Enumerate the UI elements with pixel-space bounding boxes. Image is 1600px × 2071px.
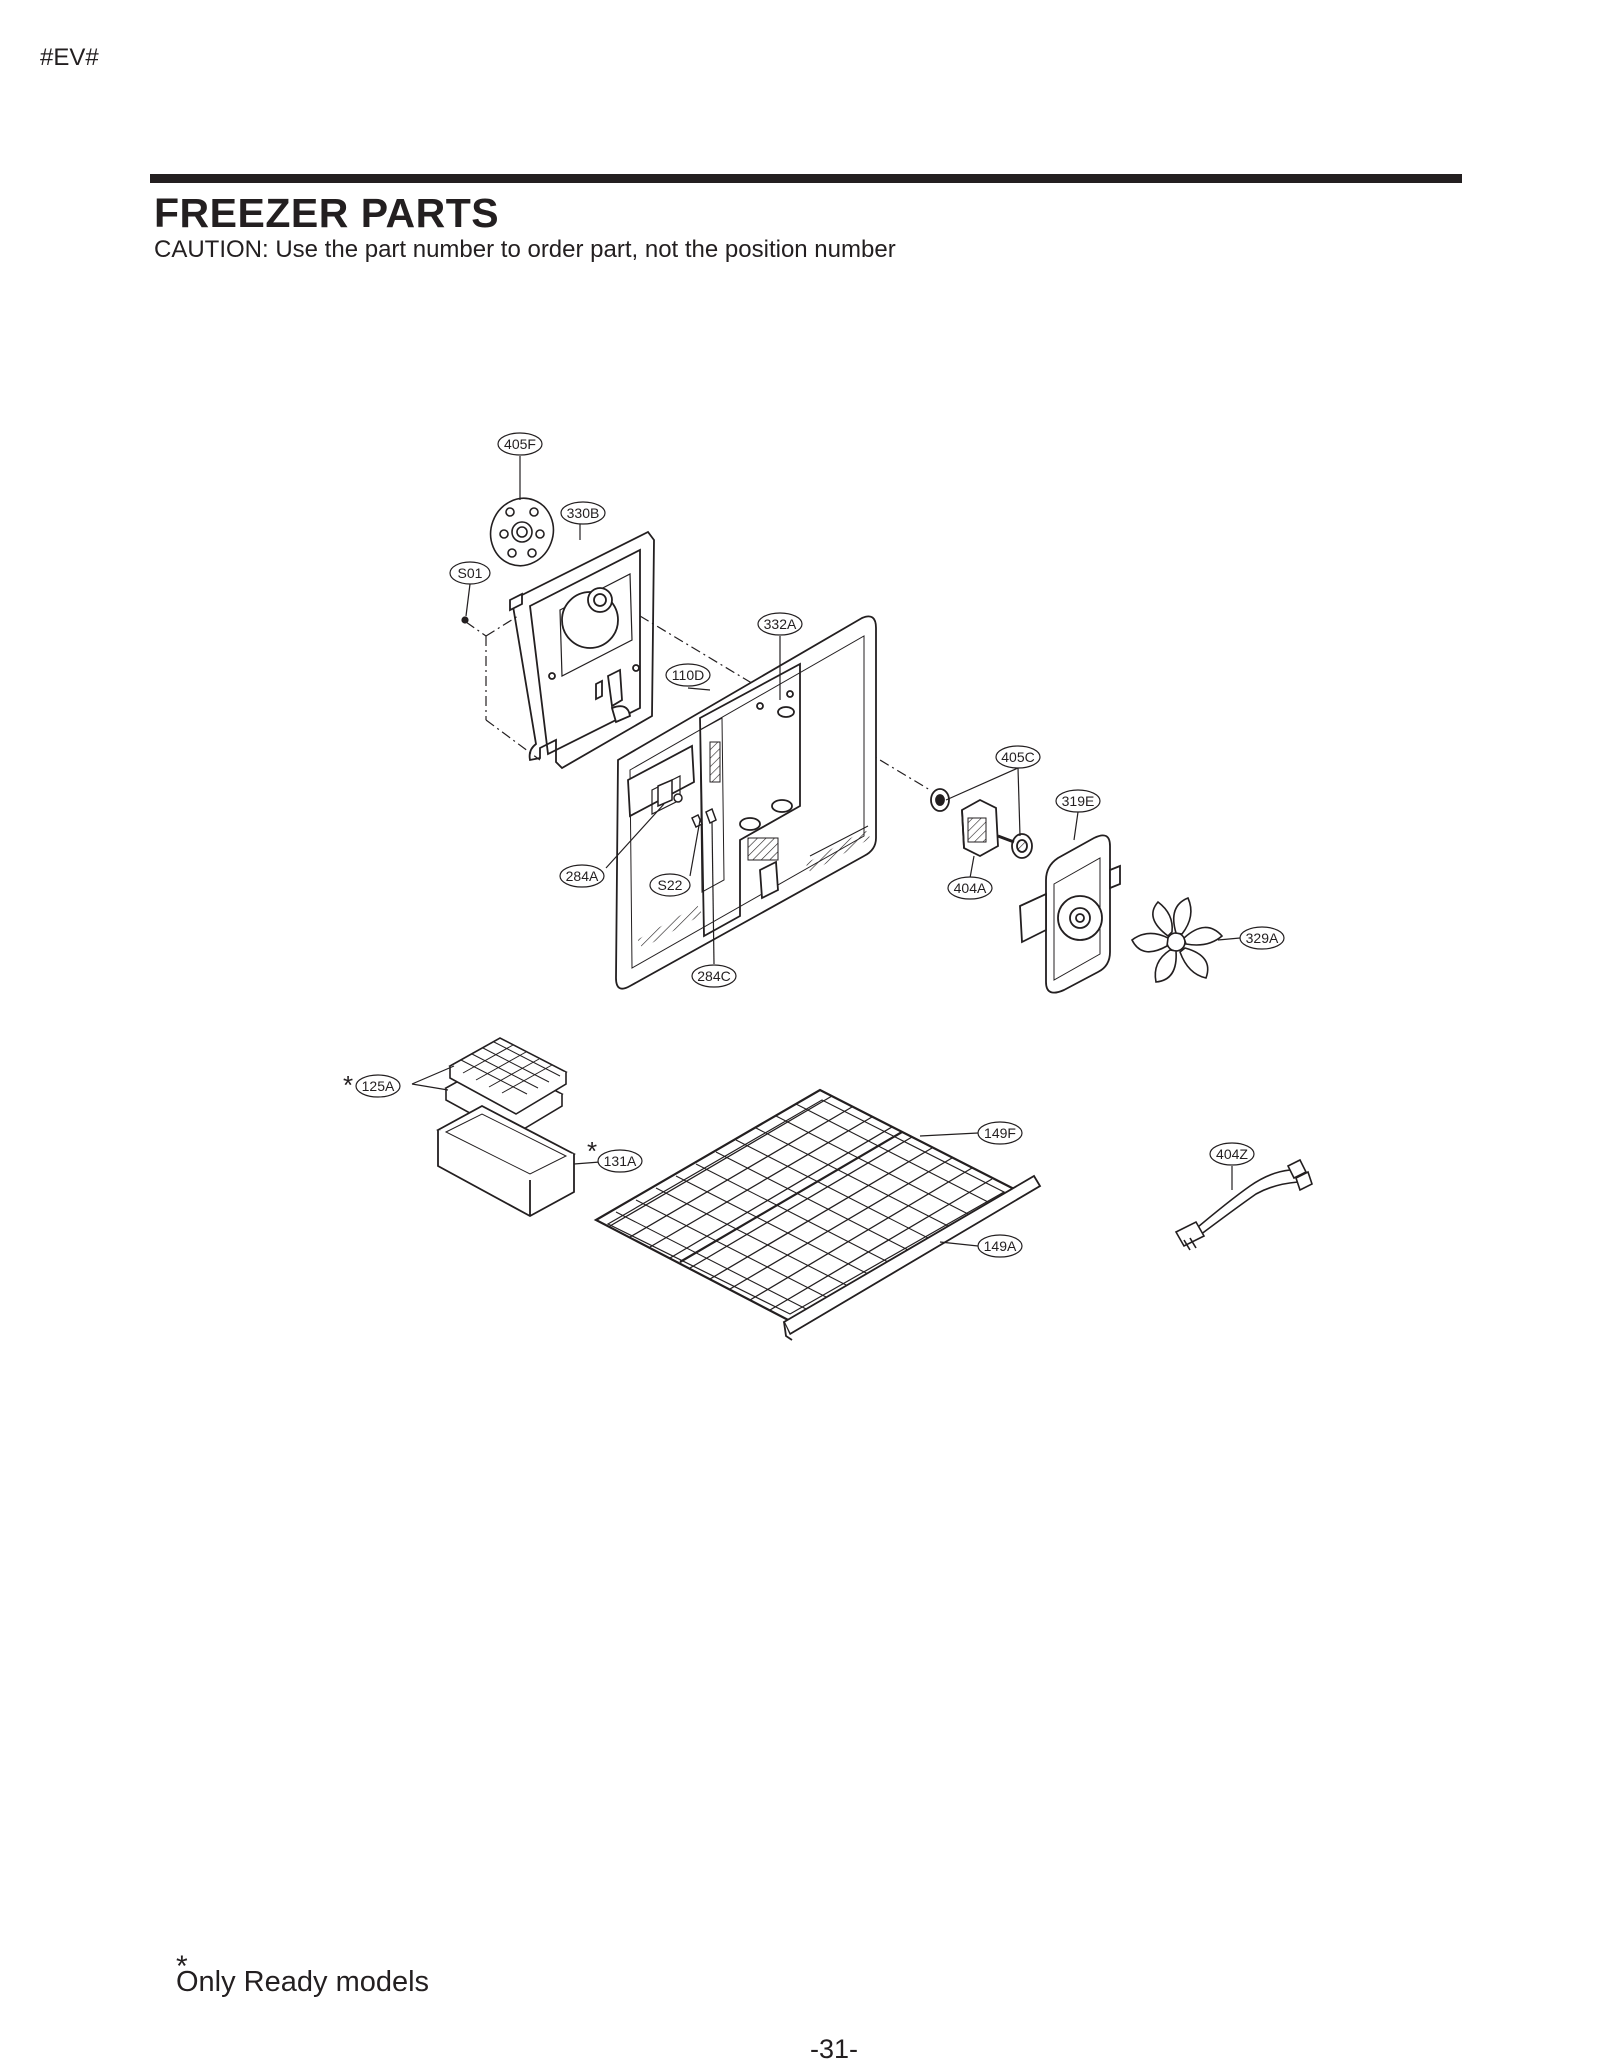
callout-284A: 284A: [559, 864, 605, 888]
part-404A-drawing: [961, 798, 1015, 858]
title-rule: [150, 174, 1462, 183]
part-332A-drawing: [615, 615, 877, 990]
callout-149F: 149F: [977, 1121, 1023, 1145]
part-131A-drawing: [436, 1104, 576, 1218]
callout-149A: 149A: [977, 1234, 1023, 1258]
part-149F-drawing: [593, 1088, 1019, 1324]
part-149A-drawing: [782, 1174, 1042, 1341]
part-405F-drawing: [489, 497, 555, 567]
callout-405F-label: 405F: [504, 436, 536, 452]
callout-319E-label: 319E: [1062, 793, 1095, 809]
part-330B-drawing: [509, 530, 655, 770]
callout-405C: 405C: [995, 745, 1041, 769]
callout-284A-label: 284A: [566, 868, 599, 884]
callout-329A: 329A: [1239, 926, 1285, 950]
callout-110D: 110D: [665, 663, 711, 687]
header-code: #EV#: [40, 44, 99, 71]
callout-329A-label: 329A: [1246, 930, 1279, 946]
callout-405F: 405F: [497, 432, 543, 456]
callout-284C: 284C: [691, 964, 737, 988]
callout-404Z-label: 404Z: [1216, 1146, 1248, 1162]
callout-330B-label: 330B: [567, 505, 600, 521]
page-number: -31-: [810, 2034, 859, 2064]
callout-319E: 319E: [1055, 789, 1101, 813]
callout-149A-label: 149A: [984, 1238, 1017, 1254]
part-284A-drawing: [657, 778, 717, 829]
callout-284C-label: 284C: [697, 968, 730, 984]
ready-marker-131A: *: [587, 1136, 597, 1166]
callout-S22: S22: [649, 873, 691, 897]
callout-125A-label: 125A: [362, 1078, 395, 1094]
part-405C-drawing: [930, 788, 1033, 859]
callout-332A-label: 332A: [764, 616, 797, 632]
callout-404Z: 404Z: [1209, 1142, 1255, 1166]
callout-405C-label: 405C: [1001, 749, 1034, 765]
part-125A-drawing: [444, 1037, 568, 1137]
callout-S01-label: S01: [458, 565, 483, 581]
part-S01-drawing: [461, 616, 469, 624]
ready-marker-125A: *: [343, 1070, 353, 1100]
callout-404A: 404A: [947, 876, 993, 900]
callout-131A: 131A *: [587, 1136, 643, 1173]
callout-110D-label: 110D: [672, 667, 704, 683]
callout-330B: 330B: [560, 501, 606, 525]
callout-404A-label: 404A: [954, 880, 987, 896]
footnote-marker: *: [176, 1950, 188, 1983]
callout-125A: 125A *: [343, 1070, 401, 1100]
callout-S01: S01: [449, 561, 491, 585]
part-404Z-drawing: [1174, 1158, 1313, 1251]
caution-note: CAUTION: Use the part number to order pa…: [154, 236, 896, 263]
callout-S22-label: S22: [658, 877, 683, 893]
callout-332A: 332A: [757, 612, 803, 636]
part-319E-drawing: [1019, 834, 1121, 994]
callout-leader-lines: [411, 456, 1241, 1247]
callout-149F-label: 149F: [984, 1125, 1016, 1141]
page-title: FREEZER PARTS: [154, 190, 500, 236]
part-329A-drawing: [1130, 896, 1224, 983]
footnote: Only Ready models: [176, 1966, 430, 1998]
callout-131A-label: 131A: [604, 1153, 637, 1169]
